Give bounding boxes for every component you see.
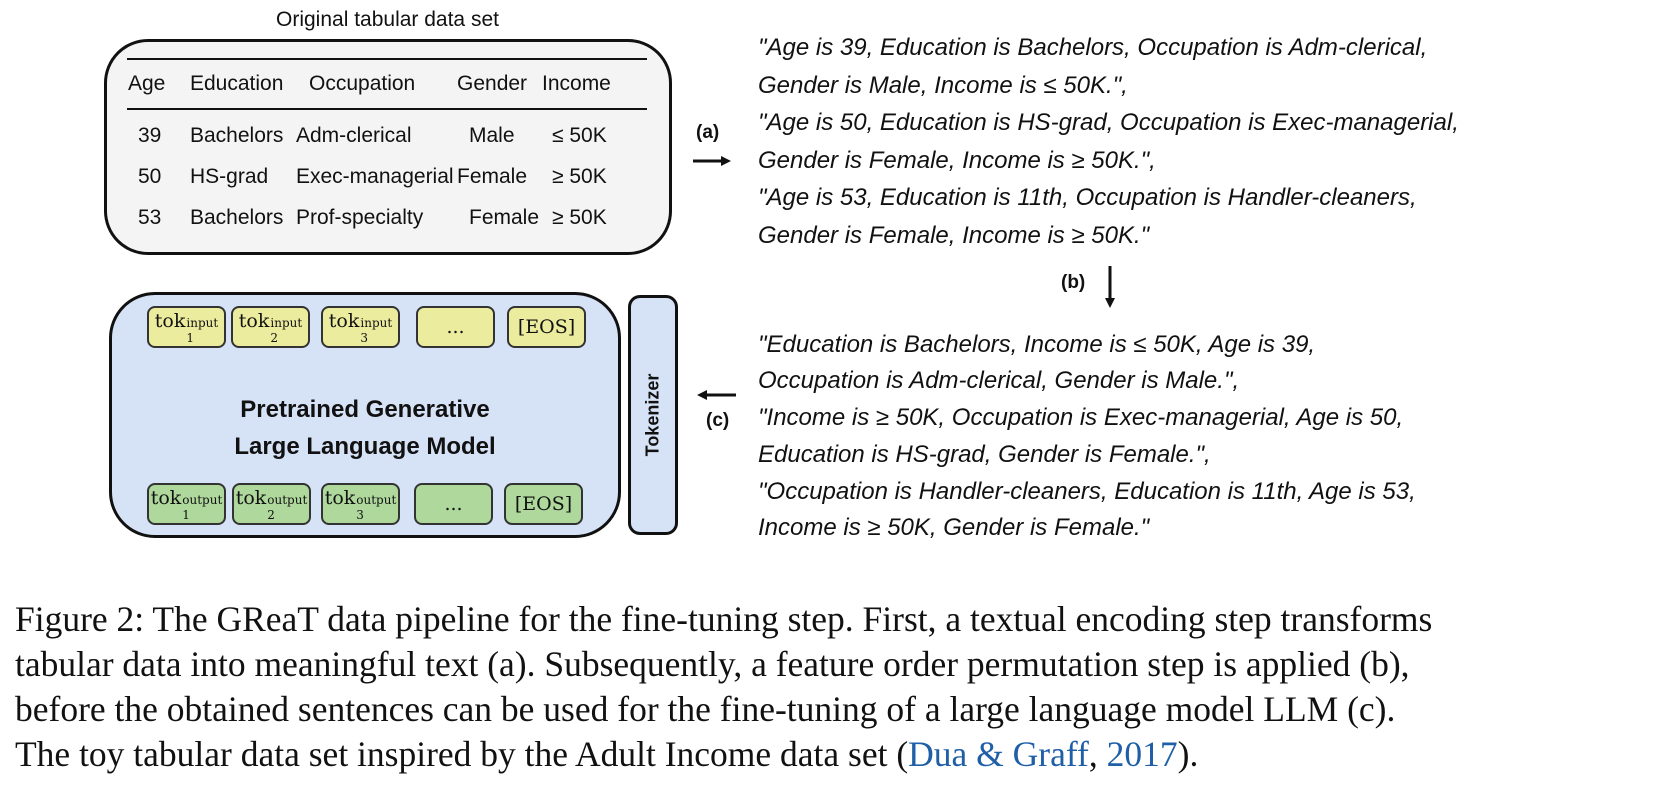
token-text: [EOS] xyxy=(517,316,576,338)
llm-title: Pretrained Generative Large Language Mod… xyxy=(112,391,618,465)
caption-line: before the obtained sentences can be use… xyxy=(15,689,1396,729)
token-text: tok xyxy=(238,310,270,332)
arrows-layer xyxy=(693,156,1115,400)
token-text: ... xyxy=(446,316,465,338)
encoded-sentence-line: "Age is 53, Education is 11th, Occupatio… xyxy=(758,184,1417,211)
tokenizer-label: Tokenizer xyxy=(642,373,663,457)
caption-line4-post: ). xyxy=(1177,734,1199,774)
table-cell: ≥ 50K xyxy=(552,206,607,229)
token-text: tok xyxy=(150,487,182,509)
citation-separator: , xyxy=(1088,734,1107,774)
token-text: tok xyxy=(328,310,360,332)
token-subscript: 2 xyxy=(267,508,275,522)
table-cell: ≥ 50K xyxy=(552,165,607,188)
permuted-sentence-line: Income is ≥ 50K, Gender is Female." xyxy=(758,514,1150,541)
permuted-sentence-line: "Income is ≥ 50K, Occupation is Exec-man… xyxy=(758,404,1404,431)
table-cell: Female xyxy=(469,206,540,229)
token-subscript: 3 xyxy=(360,331,369,345)
token-subscript: 1 xyxy=(182,508,190,522)
table-cell: Bachelors xyxy=(190,124,284,147)
token-superscript: input xyxy=(270,316,303,330)
input-token-4: ... xyxy=(416,306,495,348)
token-superscript: input xyxy=(186,316,219,330)
encoded-sentence-line: Gender is Female, Income is ≥ 50K." xyxy=(758,222,1150,249)
table-cell: Exec-managerial xyxy=(296,165,454,188)
permuted-sentence-line: Education is HS-grad, Gender is Female."… xyxy=(758,441,1211,468)
permuted-sentence-line: Occupation is Adm-clerical, Gender is Ma… xyxy=(758,367,1240,394)
citation-year-link[interactable]: 2017 xyxy=(1106,734,1178,774)
header-age: Age xyxy=(128,72,166,95)
tokenizer-box: Tokenizer xyxy=(628,295,678,535)
header-occupation: Occupation xyxy=(309,72,416,95)
table-cell: Male xyxy=(469,124,515,147)
permuted-sentence-line: "Occupation is Handler-cleaners, Educati… xyxy=(758,478,1416,505)
caption-line: Figure 2: The GReaT data pipeline for th… xyxy=(15,599,1433,639)
llm-title-line1: Pretrained Generative xyxy=(240,396,490,423)
header-gender: Gender xyxy=(457,72,528,95)
label-b: (b) xyxy=(1061,272,1086,293)
table-title: Original tabular data set xyxy=(276,8,499,31)
table-cell: ≤ 50K xyxy=(552,124,607,147)
output-token-5: [EOS] xyxy=(504,483,583,525)
table-top-rule xyxy=(127,58,647,60)
label-c: (c) xyxy=(706,410,730,431)
header-education: Education xyxy=(190,72,284,95)
caption-line: tabular data into meaningful text (a). S… xyxy=(15,644,1410,684)
token-superscript: output xyxy=(182,493,223,507)
token-superscript: input xyxy=(360,316,393,330)
encoded-sentence-line: "Age is 39, Education is Bachelors, Occu… xyxy=(758,34,1428,61)
table-cell: Adm-clerical xyxy=(296,124,412,147)
table-header-rule xyxy=(127,108,647,110)
table-cell: 50 xyxy=(138,165,162,188)
token-text: tok xyxy=(324,487,356,509)
token-superscript: output xyxy=(267,493,308,507)
token-subscript: 1 xyxy=(186,331,195,345)
caption-line4-pre: The toy tabular data set inspired by the… xyxy=(15,734,909,774)
table-cell: HS-grad xyxy=(190,165,269,188)
table-cell: 39 xyxy=(138,124,162,147)
token-text: [EOS] xyxy=(514,493,573,515)
token-text: ... xyxy=(444,493,463,515)
input-token-5: [EOS] xyxy=(507,306,586,348)
label-a: (a) xyxy=(696,122,720,143)
token-text: tok xyxy=(154,310,186,332)
permuted-sentence-line: "Education is Bachelors, Income is ≤ 50K… xyxy=(758,331,1316,358)
header-income: Income xyxy=(542,72,611,95)
table-cell: Prof-specialty xyxy=(296,206,424,229)
citation-authors-link[interactable]: Dua & Graff xyxy=(908,734,1089,774)
encoded-sentence-line: Gender is Female, Income is ≥ 50K.", xyxy=(758,147,1156,174)
encoded-sentence-line: Gender is Male, Income is ≤ 50K.", xyxy=(758,72,1128,99)
llm-title-line2: Large Language Model xyxy=(234,433,496,460)
table-cell: 53 xyxy=(138,206,162,229)
table-cell: Bachelors xyxy=(190,206,284,229)
encoded-sentence-line: "Age is 50, Education is HS-grad, Occupa… xyxy=(758,109,1459,136)
tabular-data-box: Age Education Occupation Gender Income 3… xyxy=(104,39,672,255)
token-text: tok xyxy=(235,487,267,509)
table-cell: Female xyxy=(457,165,528,188)
token-superscript: output xyxy=(356,493,397,507)
caption-line: The toy tabular data set inspired by the… xyxy=(15,733,1198,775)
token-subscript: 2 xyxy=(270,331,279,345)
output-token-4: ... xyxy=(414,483,493,525)
token-subscript: 3 xyxy=(356,508,364,522)
